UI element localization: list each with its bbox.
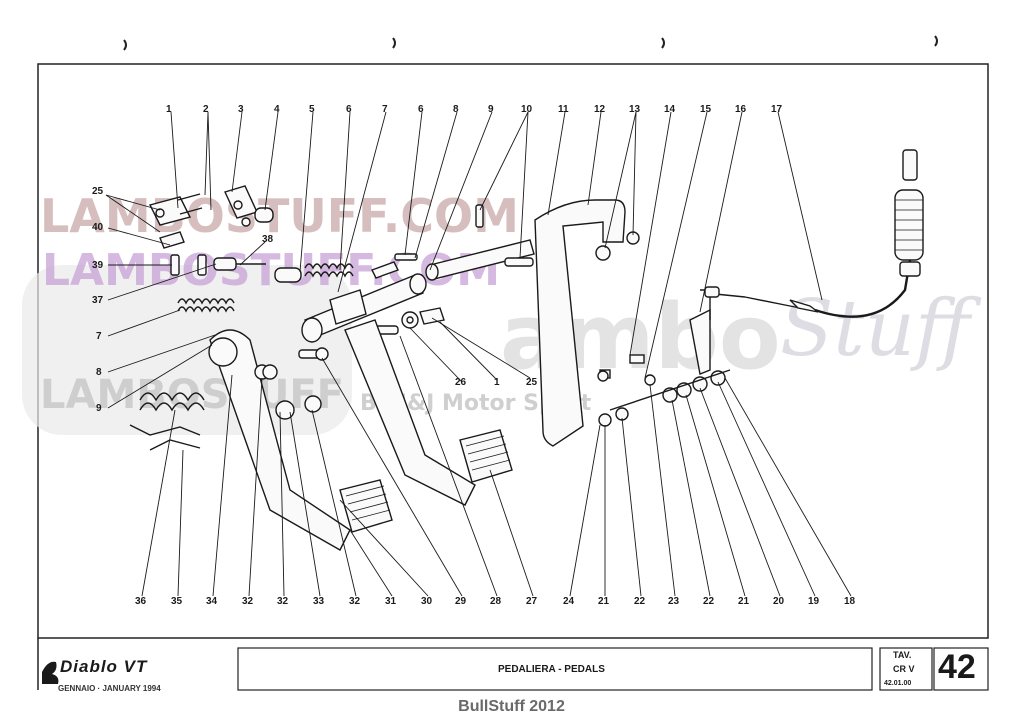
callout-1-inner: 1: [494, 377, 500, 388]
callouts-left: 25 40 39 37 7 8 9: [92, 186, 104, 414]
callout-13: 13: [629, 104, 641, 115]
model-brand: Diablo VT: [60, 657, 148, 676]
callout-32a: 32: [242, 596, 254, 607]
footer-page-box: [933, 647, 989, 691]
callout-10: 10: [521, 104, 533, 115]
callout-9-left: 9: [96, 403, 102, 414]
callout-32b: 32: [277, 596, 289, 607]
brake-pedal-arm: [209, 329, 351, 551]
callout-21b: 21: [738, 596, 750, 607]
callout-33: 33: [313, 596, 325, 607]
brake-pedal-pad: [339, 479, 393, 533]
bull-logo-icon: [42, 661, 59, 684]
footer-code-box: [879, 647, 933, 691]
spring-left: [177, 298, 235, 313]
cable-adjuster: [894, 189, 924, 261]
callout-5: 5: [309, 104, 315, 115]
callout-6b: 6: [418, 104, 424, 115]
watermark-brand-script: Stuff: [780, 284, 982, 374]
callout-17: 17: [771, 104, 783, 115]
callout-12: 12: [594, 104, 606, 115]
callout-32c: 32: [349, 596, 361, 607]
accelerator-bracket: [534, 199, 626, 447]
callout-26: 26: [455, 377, 467, 388]
throttle-cable: [814, 259, 912, 318]
page-number: 42: [938, 648, 976, 686]
callout-14: 14: [664, 104, 676, 115]
callout-2: 2: [203, 104, 209, 115]
image-caption: BullStuff 2012: [458, 698, 565, 715]
callout-27: 27: [526, 596, 538, 607]
bracket-plate: [148, 196, 192, 226]
callout-31: 31: [385, 596, 397, 607]
callout-25: 25: [92, 186, 104, 197]
clutch-pedal-arm: [344, 319, 476, 506]
tav-label: TAV.: [893, 650, 912, 660]
callout-30: 30: [421, 596, 433, 607]
callout-40: 40: [92, 222, 104, 233]
callout-22b: 22: [703, 596, 715, 607]
callout-9: 9: [488, 104, 494, 115]
callout-3: 3: [238, 104, 244, 115]
callout-21a: 21: [598, 596, 610, 607]
callout-34: 34: [206, 596, 218, 607]
watermark-line1: LAMBOSTUFF.COM: [40, 189, 519, 243]
leader-lines: [105, 111, 852, 597]
callout-8: 8: [453, 104, 459, 115]
callout-24: 24: [563, 596, 575, 607]
callout-8-left: 8: [96, 367, 102, 378]
callout-22a: 22: [634, 596, 646, 607]
table-code: 42.01.00: [884, 680, 912, 687]
callout-28: 28: [490, 596, 502, 607]
callout-37: 37: [92, 295, 104, 306]
callout-23: 23: [668, 596, 680, 607]
callout-35: 35: [171, 596, 183, 607]
callouts-bottom: 36 35 34 32 32 33 32 31 30 29 28 27 24 2…: [135, 596, 856, 607]
callout-18: 18: [844, 596, 856, 607]
callout-19: 19: [808, 596, 820, 607]
callouts-top: 1 2 3 4 5 6 7 6 8 9 10 11 12 13 14 15 16…: [166, 104, 783, 115]
callout-15: 15: [700, 104, 712, 115]
issue-date: GENNAIO · JANUARY 1994: [58, 684, 161, 693]
callout-1: 1: [166, 104, 172, 115]
callout-25-inner: 25: [526, 377, 538, 388]
callout-4: 4: [274, 104, 280, 115]
clutch-pedal-pad: [459, 429, 513, 483]
callout-36: 36: [135, 596, 147, 607]
callout-39: 39: [92, 260, 104, 271]
callout-29: 29: [455, 596, 467, 607]
callout-20: 20: [773, 596, 785, 607]
cr-label: CR V: [893, 664, 915, 674]
binder-marks: [123, 35, 938, 51]
sheet-title: PEDALIERA - PEDALS: [498, 664, 605, 675]
callout-7-left: 7: [96, 331, 102, 342]
callout-16: 16: [735, 104, 747, 115]
callout-38: 38: [262, 234, 274, 245]
throttle-lever: [689, 308, 711, 375]
parts-drawing: [129, 149, 924, 551]
footer-title-box: [237, 647, 873, 691]
spring-top: [304, 263, 354, 278]
callout-11: 11: [558, 104, 569, 115]
watermark-layer: LAMBOSTUFF.COM LAMBOSTUFF.COM LAMBOSTUFF…: [22, 189, 982, 435]
callout-6: 6: [346, 104, 352, 115]
callout-7: 7: [382, 104, 388, 115]
callouts-inner: 38 26 1 25: [262, 234, 538, 388]
